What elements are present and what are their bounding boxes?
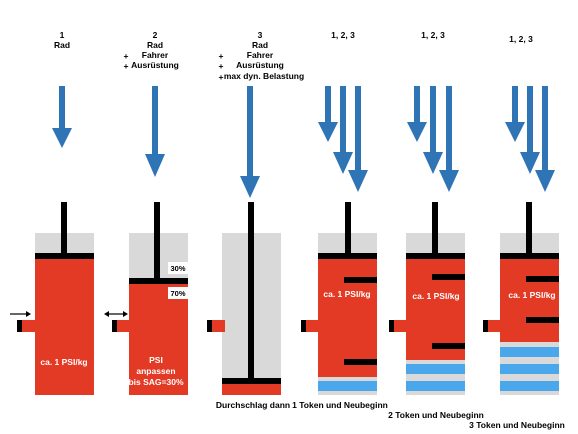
negative-chamber xyxy=(129,284,188,395)
valve-cap xyxy=(17,320,22,332)
plus-sign: + xyxy=(219,61,224,71)
volume-token xyxy=(406,364,465,374)
load-arrow xyxy=(318,86,338,142)
header-line: Rad xyxy=(147,40,163,50)
shaft xyxy=(61,202,67,254)
marker-bar xyxy=(432,274,465,280)
piston xyxy=(318,253,377,259)
piston xyxy=(222,378,281,384)
header-line: max dyn. Belastung xyxy=(224,71,304,81)
header-number: 2 xyxy=(153,30,158,40)
psi-label: PSI xyxy=(149,355,163,365)
shaft xyxy=(432,202,438,254)
header-col-5: 1, 2, 3 xyxy=(421,30,445,40)
pressure-label: ca. 1 PSI/kg xyxy=(40,357,87,367)
load-arrow xyxy=(505,86,525,142)
piston xyxy=(35,253,94,259)
load-arrow xyxy=(333,86,353,174)
marker-bar xyxy=(344,277,377,283)
header-line: Rad xyxy=(252,40,268,50)
psi-label: bis SAG=30% xyxy=(128,377,183,387)
volume-token xyxy=(406,381,465,391)
pct-bottom-label: 70% xyxy=(170,289,185,298)
shock-6: ca. 1 PSI/kg 3 Token und Neubeginn xyxy=(469,202,565,430)
right-arrow-icon xyxy=(10,311,31,317)
marker-bar xyxy=(432,343,465,349)
double-arrow-icon xyxy=(104,311,128,317)
header-col-4: 1, 2, 3 xyxy=(331,30,355,40)
pct-top-label: 30% xyxy=(170,264,185,273)
header-line: Rad xyxy=(54,40,70,50)
pressure-label: ca. 1 PSI/kg xyxy=(412,291,459,301)
bottom-label: 1 Token und Neubeginn xyxy=(292,400,388,410)
plus-sign: + xyxy=(124,61,129,71)
plus-sign: + xyxy=(219,51,224,61)
pct-top-box xyxy=(168,262,188,274)
shaft xyxy=(248,202,254,380)
negative-chamber xyxy=(222,384,281,395)
header-number: 1 xyxy=(60,30,65,40)
valve-cap xyxy=(389,320,394,332)
header-line: Ausrüstung xyxy=(236,60,284,70)
load-arrow xyxy=(52,86,72,148)
shock-2: 30% 70% PSI anpassen bis SAG=30% xyxy=(104,202,188,395)
piston xyxy=(129,278,188,284)
load-arrow xyxy=(520,86,540,174)
pressure-label: ca. 1 PSI/kg xyxy=(323,289,370,299)
volume-token xyxy=(500,347,559,357)
bottom-label: 2 Token und Neubeginn xyxy=(388,410,484,420)
piston xyxy=(500,253,559,259)
header-col-3: 3 Rad Fahrer Ausrüstung max dyn. Belastu… xyxy=(219,30,305,82)
header-col-2: 2 Rad Fahrer Ausrüstung + + xyxy=(124,30,179,71)
header-line: Ausrüstung xyxy=(131,60,179,70)
volume-token xyxy=(500,381,559,391)
load-arrow xyxy=(407,86,427,142)
header-line: Fahrer xyxy=(247,50,274,60)
valve-cap xyxy=(112,320,117,332)
shaft xyxy=(526,202,532,254)
header-col-1: 1 Rad xyxy=(54,30,70,50)
load-arrow xyxy=(348,86,368,192)
header-line: 1, 2, 3 xyxy=(331,30,355,40)
header-line: 1, 2, 3 xyxy=(421,30,445,40)
negative-chamber xyxy=(35,259,94,395)
load-arrow xyxy=(535,86,555,192)
shaft xyxy=(345,202,351,254)
header-line: 1, 2, 3 xyxy=(509,34,533,44)
shock-1: ca. 1 PSI/kg xyxy=(10,202,94,395)
header-line: Fahrer xyxy=(142,50,169,60)
load-arrows xyxy=(52,86,555,198)
marker-bar xyxy=(526,276,559,282)
pressure-label: ca. 1 PSI/kg xyxy=(508,290,555,300)
valve-cap xyxy=(207,320,212,332)
bottom-label: Durchschlag dann xyxy=(216,400,290,410)
volume-token xyxy=(500,364,559,374)
pct-bottom-box xyxy=(168,287,188,299)
marker-bar xyxy=(344,359,377,365)
load-arrow xyxy=(145,86,165,177)
psi-label: anpassen xyxy=(136,366,175,376)
load-arrow xyxy=(439,86,459,192)
load-arrow xyxy=(423,86,443,174)
plus-sign: + xyxy=(124,51,129,61)
volume-token xyxy=(318,381,377,391)
negative-chamber xyxy=(500,259,559,342)
shock-4: ca. 1 PSI/kg 1 Token und Neubeginn xyxy=(292,202,388,410)
plus-sign: + xyxy=(219,72,224,82)
shock-5: ca. 1 PSI/kg 2 Token und Neubeginn xyxy=(388,202,484,420)
valve-cap xyxy=(483,320,488,332)
shaft xyxy=(154,202,160,280)
header-number: 3 xyxy=(258,30,263,40)
piston xyxy=(406,253,465,259)
marker-bar xyxy=(526,317,559,323)
load-arrow xyxy=(240,86,260,198)
bottom-label: 3 Token und Neubeginn xyxy=(469,420,565,430)
shock-3: Durchschlag dann xyxy=(207,202,290,410)
header-col-6: 1, 2, 3 xyxy=(509,34,533,44)
valve-cap xyxy=(301,320,306,332)
